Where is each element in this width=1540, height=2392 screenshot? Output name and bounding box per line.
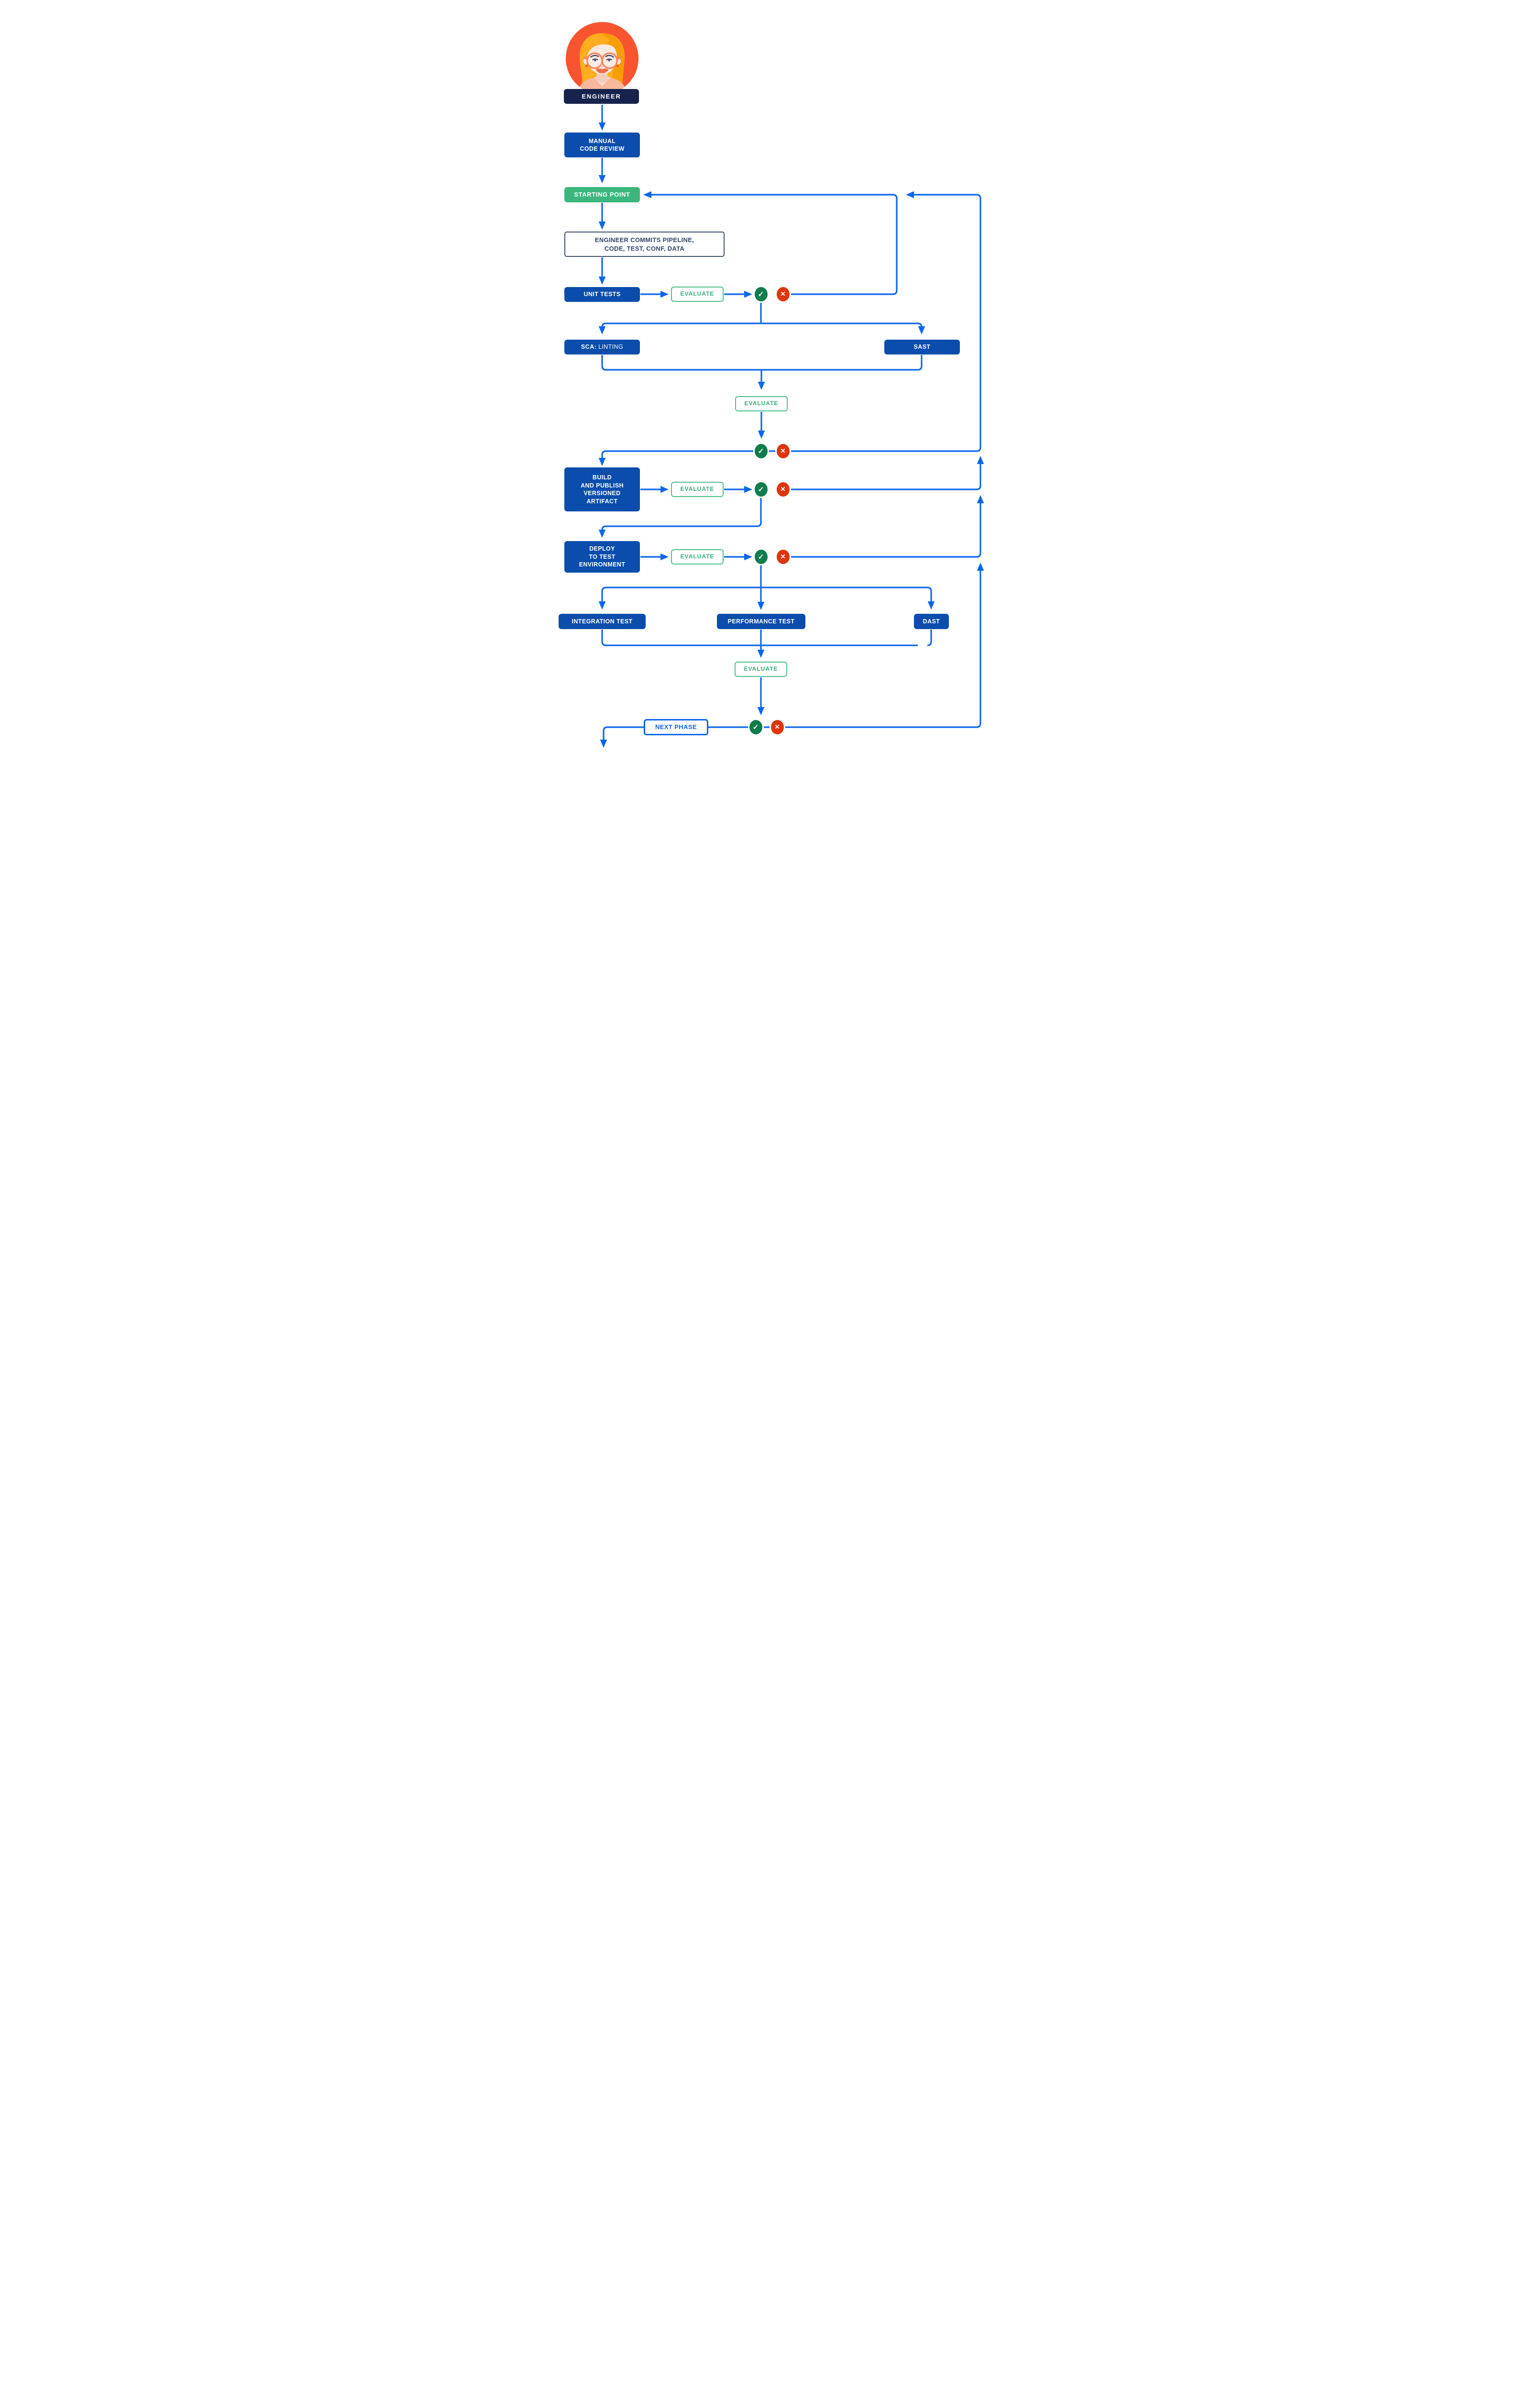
- next-phase-node: NEXT PHASE: [644, 719, 708, 735]
- starting-point-node: STARTING POINT: [564, 187, 640, 202]
- evaluate-node-1: EVALUATE: [671, 287, 724, 302]
- pipeline-flowchart: ENGINEER MANUAL CODE REVIEW STARTING POI…: [536, 0, 1004, 764]
- fail-icon-final-tests: ✕: [769, 719, 785, 736]
- sca-linting-node: SCA: LINTING: [564, 340, 640, 354]
- evaluate-node-3: EVALUATE: [671, 482, 724, 497]
- engineer-avatar: [565, 21, 639, 96]
- manual-code-review-node: MANUAL CODE REVIEW: [564, 133, 640, 157]
- evaluate-node-2: EVALUATE: [735, 396, 788, 411]
- sast-node: SAST: [884, 340, 960, 354]
- commit-note-node: ENGINEER COMMITS PIPELINE, CODE, TEST, C…: [564, 232, 725, 257]
- pass-icon-code-scans: ✓: [753, 443, 769, 460]
- evaluate-node-4: EVALUATE: [671, 549, 724, 565]
- flow-connectors: [598, 105, 984, 748]
- integration-test-node: INTEGRATION TEST: [559, 614, 646, 629]
- pass-icon-build: ✓: [753, 481, 769, 498]
- fail-icon-deploy: ✕: [775, 548, 791, 565]
- fail-icon-unit-tests: ✕: [775, 286, 791, 303]
- evaluate-node-5: EVALUATE: [735, 662, 787, 677]
- fail-icon-code-scans: ✕: [775, 443, 791, 460]
- pass-icon-final-tests: ✓: [748, 719, 764, 736]
- pass-icon-unit-tests: ✓: [753, 286, 769, 303]
- engineer-label: ENGINEER: [564, 89, 639, 104]
- performance-test-node: PERFORMANCE TEST: [717, 614, 805, 629]
- pass-icon-deploy: ✓: [753, 548, 769, 565]
- unit-tests-node: UNIT TESTS: [564, 287, 640, 302]
- dast-node: DAST: [914, 614, 949, 629]
- deploy-test-env-node: DEPLOY TO TEST ENVIRONMENT: [564, 541, 640, 573]
- fail-icon-build: ✕: [775, 481, 791, 498]
- build-artifact-node: BUILD AND PUBLISH VERSIONED ARTIFACT: [564, 467, 640, 511]
